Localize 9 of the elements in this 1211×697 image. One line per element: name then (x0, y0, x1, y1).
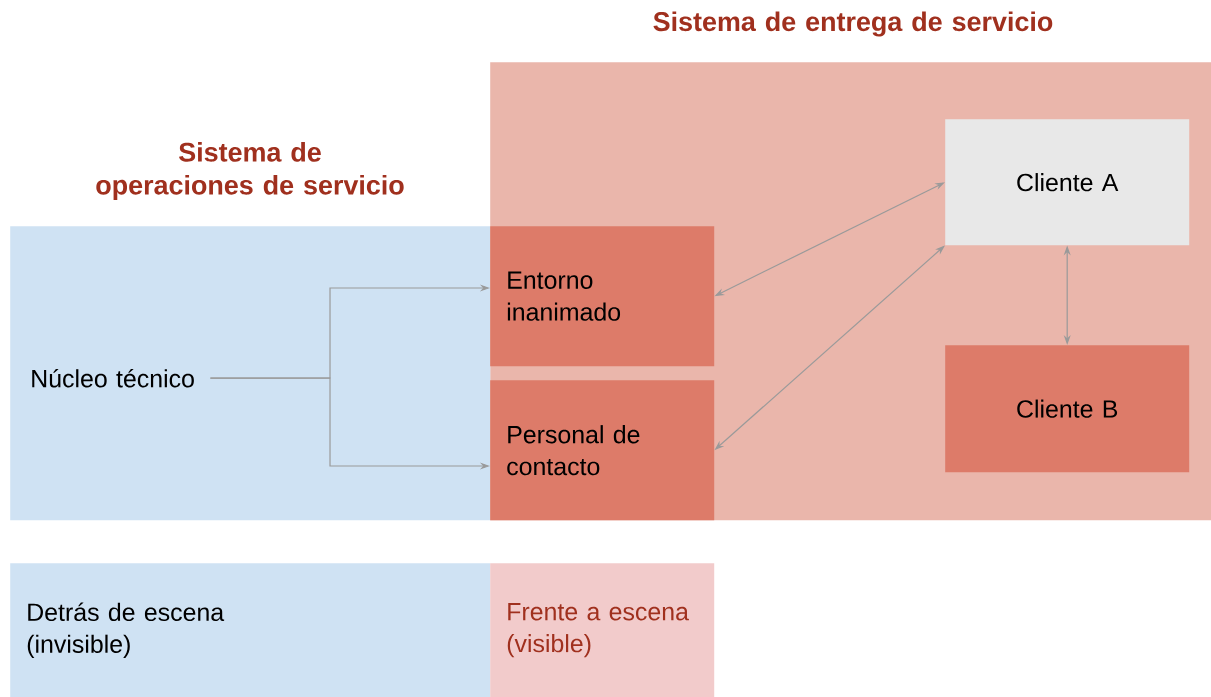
process-box: Cliente A (945, 119, 1190, 246)
heading: Sistema de entrega de servicio (653, 11, 1053, 37)
heading: Sistema de operaciones de servicio (96, 142, 404, 200)
process-box: Detrás de escena (invisible) (10, 563, 491, 697)
process-box: Cliente B (945, 345, 1190, 473)
process-box: Entorno inanimado (490, 226, 715, 367)
process-box: Personal de contacto (490, 380, 715, 521)
node-label: Núcleo técnico (32, 368, 194, 388)
process-box: Frente a escena (visible) (490, 563, 715, 697)
